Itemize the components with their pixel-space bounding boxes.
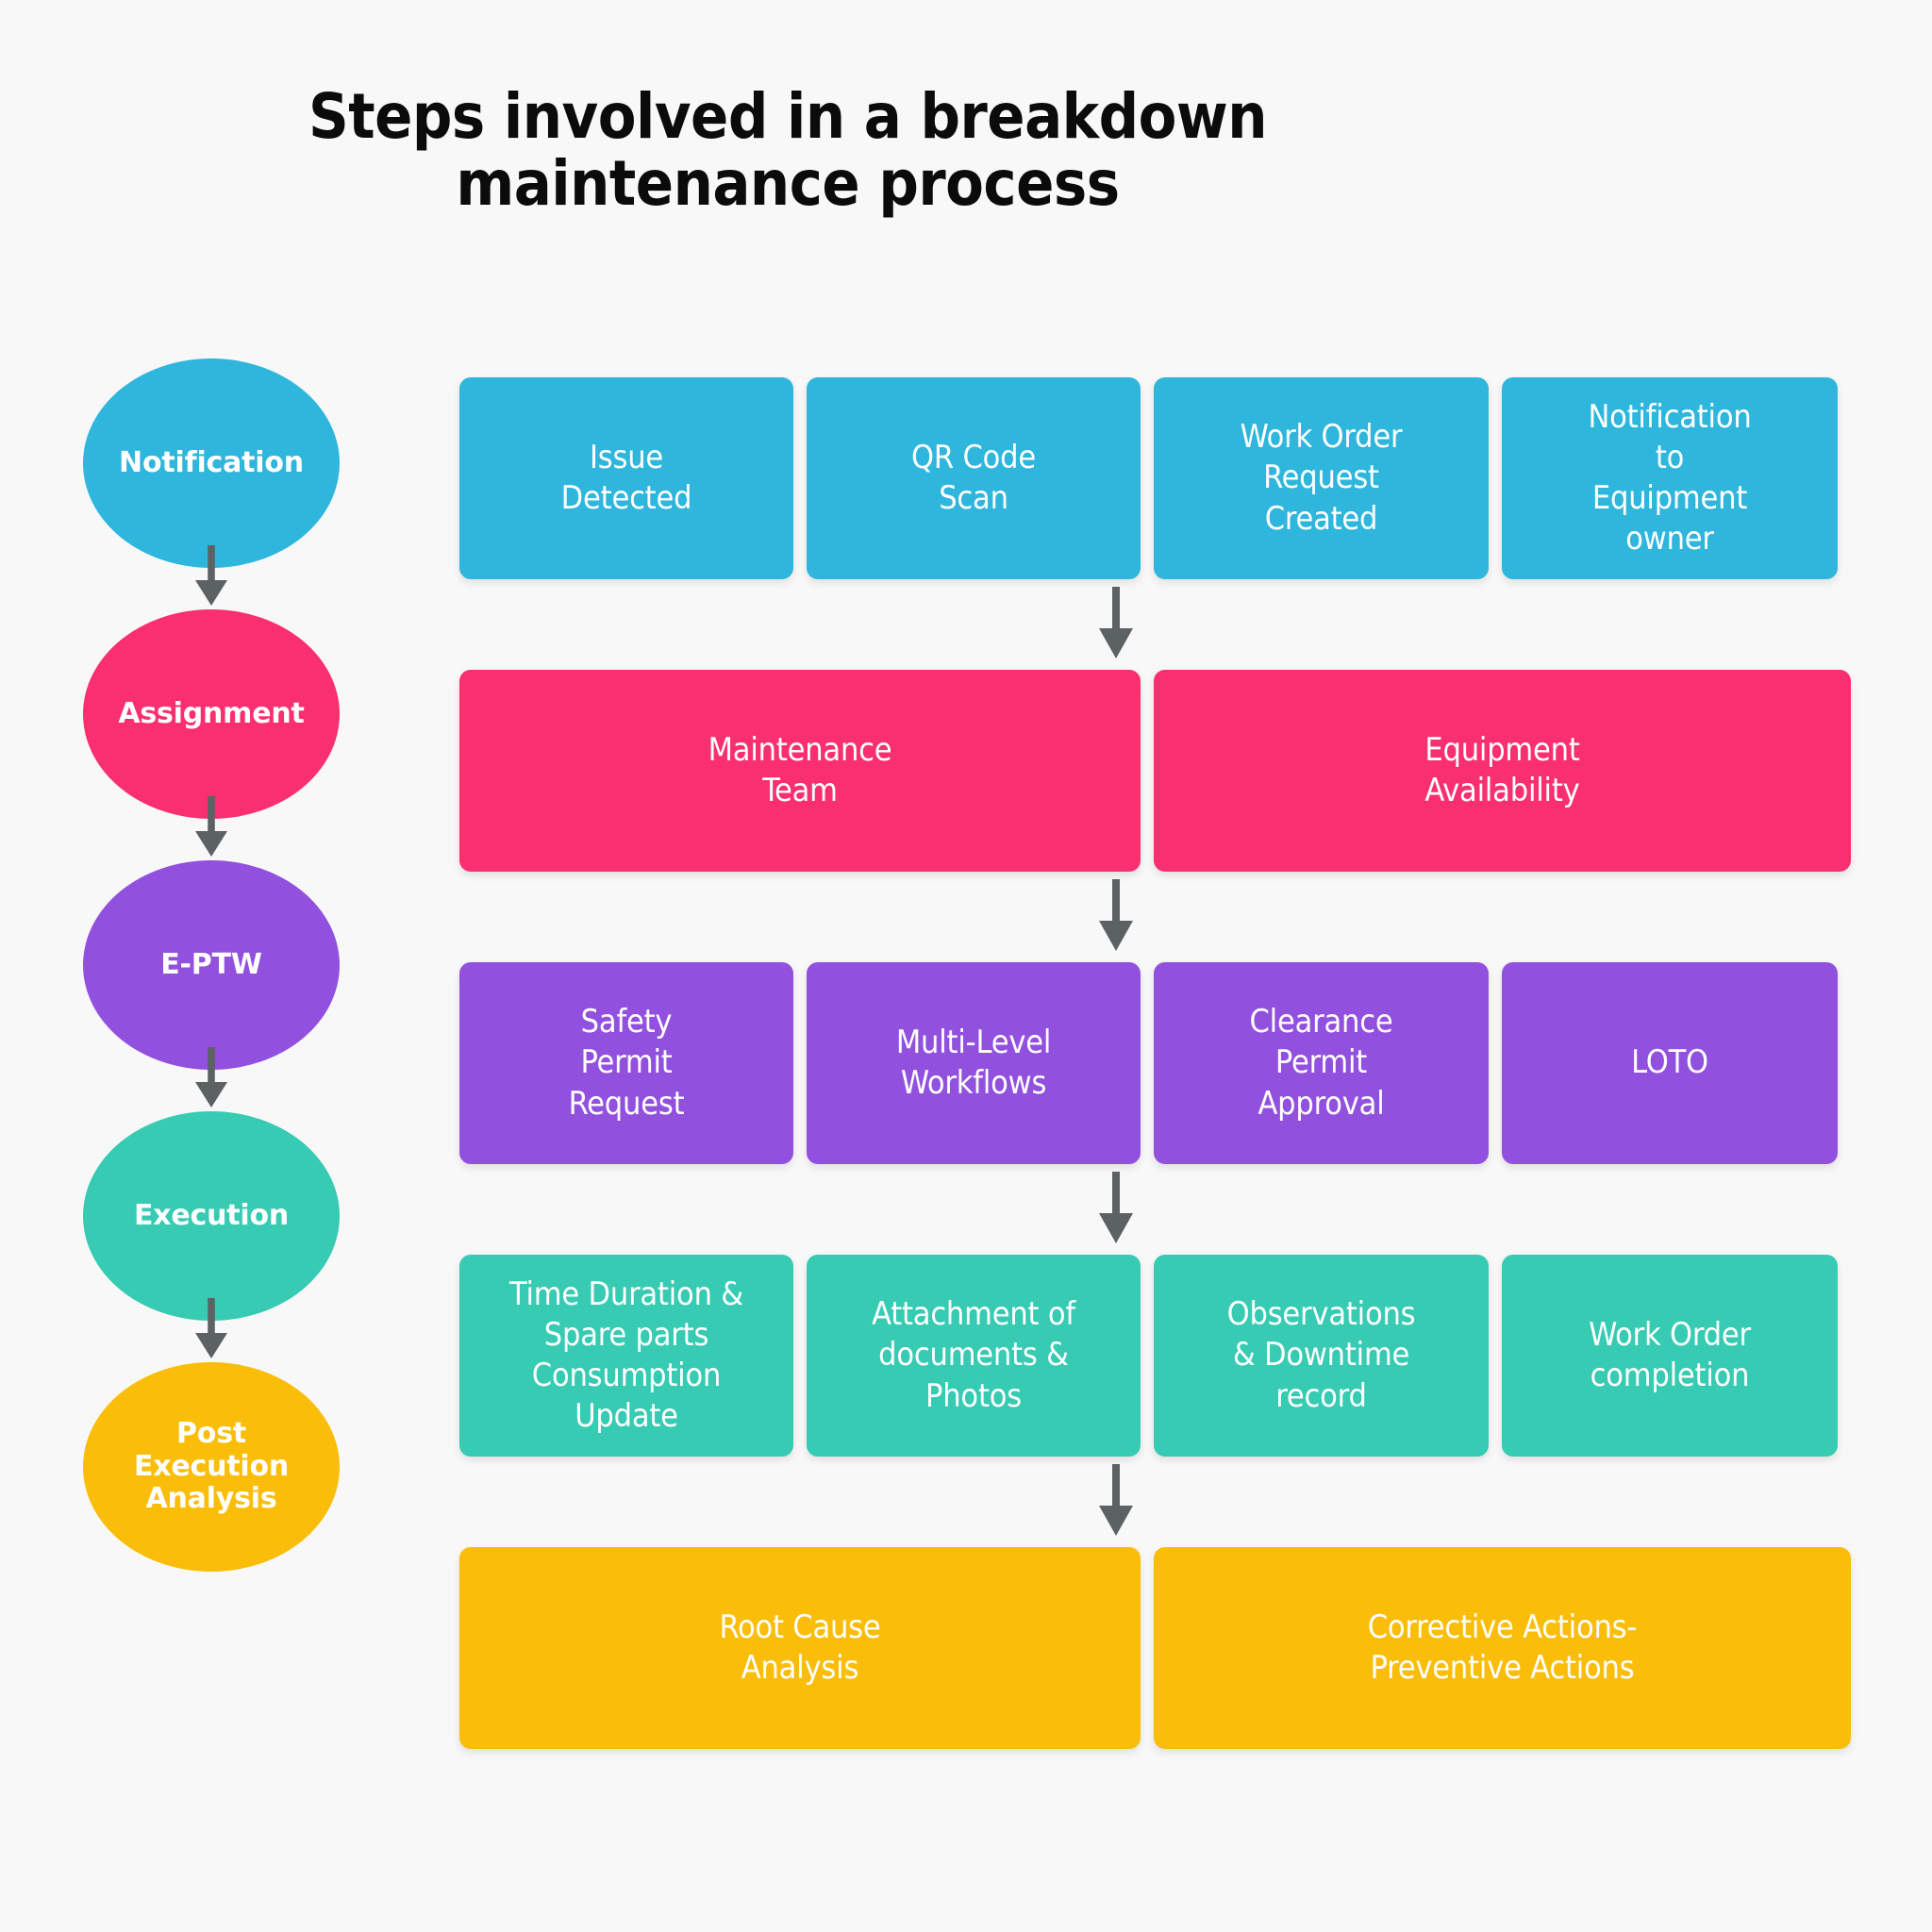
row-flow-arrow-down-icon: [1099, 879, 1133, 951]
step-box[interactable]: Work Order Request Created: [1154, 377, 1489, 579]
stage-circle-eptw[interactable]: E-PTW: [83, 860, 340, 1070]
row-flow-arrow-down-icon: [1099, 587, 1133, 658]
stage-execution[interactable]: Execution: [83, 1111, 340, 1358]
step-box[interactable]: Issue Detected: [459, 377, 793, 579]
row-flow-arrow-down-icon: [1099, 1172, 1133, 1243]
stage-notification[interactable]: Notification: [83, 358, 340, 606]
stage-flow-arrow-down-icon: [195, 1047, 227, 1108]
row-flow-arrow-down-icon: [1099, 1464, 1133, 1536]
row-execution-row: Time Duration & Spare parts Consumption …: [459, 1255, 1851, 1536]
step-box[interactable]: QR Code Scan: [807, 377, 1141, 579]
step-box[interactable]: Time Duration & Spare parts Consumption …: [459, 1255, 793, 1457]
stage-label-notification: Notification: [119, 445, 304, 479]
step-box[interactable]: Maintenance Team: [459, 670, 1141, 872]
stage-circle-post-execution-analysis[interactable]: Post Execution Analysis: [83, 1362, 340, 1572]
stage-flow-arrow-down-icon: [195, 796, 227, 857]
step-box[interactable]: LOTO: [1502, 962, 1838, 1164]
step-box[interactable]: Observations & Downtime record: [1154, 1255, 1489, 1457]
stage-eptw[interactable]: E-PTW: [83, 860, 340, 1108]
step-box[interactable]: Work Order completion: [1502, 1255, 1838, 1457]
stage-flow-arrow-down-icon: [195, 1298, 227, 1358]
page-title: Steps involved in a breakdown maintenanc…: [308, 80, 1268, 221]
stage-circle-execution[interactable]: Execution: [83, 1111, 340, 1321]
stage-flow-arrow-down-icon: [195, 545, 227, 606]
step-box[interactable]: Safety Permit Request: [459, 962, 793, 1164]
stage-post-execution-analysis[interactable]: Post Execution Analysis: [83, 1362, 340, 1572]
stage-label-post-execution-analysis: Post Execution Analysis: [133, 1416, 290, 1516]
step-box[interactable]: Root Cause Analysis: [459, 1547, 1141, 1749]
stage-label-eptw: E-PTW: [160, 947, 262, 981]
step-box[interactable]: Equipment Availability: [1154, 670, 1851, 872]
step-box[interactable]: Multi-Level Workflows: [807, 962, 1141, 1164]
stage-label-execution: Execution: [133, 1198, 290, 1232]
step-box[interactable]: Corrective Actions- Preventive Actions: [1154, 1547, 1851, 1749]
stage-assignment[interactable]: Assignment: [83, 609, 340, 857]
step-box[interactable]: Attachment of documents & Photos: [807, 1255, 1141, 1457]
step-box[interactable]: Notification to Equipment owner: [1502, 377, 1838, 579]
step-box[interactable]: Clearance Permit Approval: [1154, 962, 1489, 1164]
stage-circle-assignment[interactable]: Assignment: [83, 609, 340, 819]
stage-circle-notification[interactable]: Notification: [83, 358, 340, 568]
stage-label-assignment: Assignment: [118, 696, 305, 730]
